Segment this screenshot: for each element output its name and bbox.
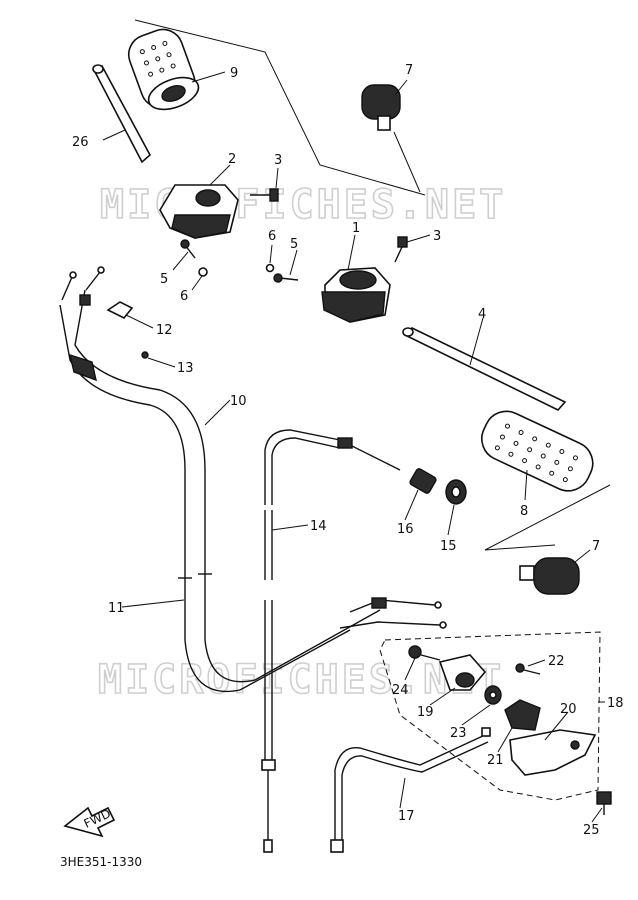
callout-7: 7: [592, 539, 600, 554]
group-bracket-right-grip: [484, 484, 611, 551]
holder-21: [504, 699, 541, 731]
leader-lines: [102, 71, 605, 823]
callout-25: 25: [583, 823, 600, 838]
callout-18: 18: [607, 696, 624, 711]
callout-17: 17: [398, 809, 415, 824]
callout-26: 26: [72, 135, 89, 150]
bolt-24: [408, 645, 441, 661]
callout-20: 20: [560, 702, 577, 717]
callout-16: 16: [397, 522, 414, 537]
callout-8: 8: [520, 504, 528, 519]
callout-3: 3: [433, 229, 441, 244]
screw-3b: [394, 236, 408, 263]
adjuster-16: [409, 468, 437, 494]
cable-17: [330, 727, 491, 853]
callout-2: 2: [228, 152, 236, 167]
throttle-cable-10: [59, 289, 381, 692]
washer-6b: [265, 263, 275, 273]
callout-4: 4: [478, 307, 486, 322]
watermark-bottom: MICROFICHES.NET: [98, 657, 504, 703]
callout-13: 13: [177, 361, 194, 376]
cable-break-marks: [178, 573, 212, 579]
diagram-code: 3HE351-1330: [60, 855, 142, 869]
locknut-15: [445, 479, 467, 505]
assembly-18-boundary: [379, 631, 601, 801]
handlebar-tube-left: [92, 64, 152, 164]
fwd-arrow-icon: FWD: [63, 806, 116, 838]
watermark-top: MICROFICHES.NET: [100, 182, 506, 228]
callout-24: 24: [392, 683, 409, 698]
left-grip-part: [127, 28, 200, 111]
callout-5: 5: [290, 237, 298, 252]
screw-3a: [250, 188, 279, 202]
lever-19: [438, 654, 487, 691]
callout-15: 15: [440, 539, 457, 554]
callout-10: 10: [230, 394, 247, 409]
screw-22: [515, 663, 541, 675]
cable-ends-top: [61, 266, 105, 306]
group-bracket-left-grip: [134, 19, 426, 196]
screw-5b: [273, 273, 299, 283]
callout-5: 5: [160, 272, 168, 287]
cable-guide-12: [106, 301, 134, 320]
throttle-housing: [321, 267, 391, 323]
callout-6: 6: [180, 289, 188, 304]
callout-9: 9: [230, 66, 238, 81]
callout-11: 11: [108, 601, 125, 616]
bracket-20: [509, 729, 597, 776]
bolt-25: [596, 791, 612, 815]
screw-13: [141, 351, 149, 359]
screw-5a: [180, 239, 196, 259]
callout-23: 23: [450, 726, 467, 741]
callout-21: 21: [487, 753, 504, 768]
callout-19: 19: [417, 705, 434, 720]
callout-14: 14: [310, 519, 327, 534]
washer-23: [484, 685, 502, 705]
callout-labels: 9 26 7 2 3 5 6 6 5 1 3 12 13 4 10 14 16 …: [72, 63, 624, 838]
callout-12: 12: [156, 323, 173, 338]
callout-22: 22: [548, 654, 565, 669]
callout-6: 6: [268, 229, 276, 244]
callout-7: 7: [405, 63, 413, 78]
bar-end-weight-top: [361, 84, 401, 131]
callout-3: 3: [274, 153, 282, 168]
washer-6a: [198, 267, 208, 277]
choke-cable-14: [261, 429, 401, 853]
right-grip-part: [481, 410, 594, 492]
switch-holder-left: [159, 184, 239, 239]
bar-end-weight-bottom: [519, 557, 580, 595]
callout-1: 1: [352, 221, 360, 236]
handlebar-tube-right: [402, 327, 567, 411]
cable-ends-lower: [339, 597, 447, 629]
